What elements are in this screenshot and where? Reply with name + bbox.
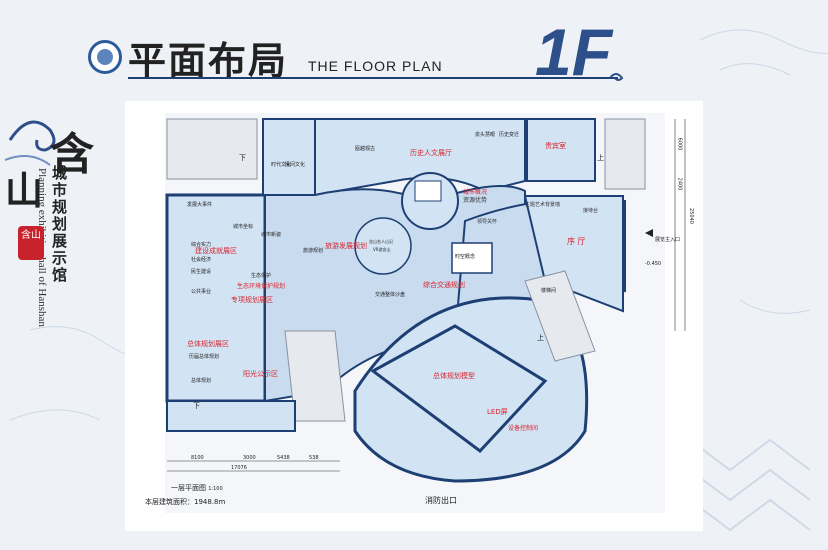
label-city-overview: 城市概况	[463, 189, 488, 196]
label-history-hall: 历史人文展厅	[410, 149, 452, 157]
label-stone: 瓯越观古	[355, 146, 376, 152]
label-equipment-room: 设备控制间	[508, 425, 539, 432]
floor-plan-panel: 历史人文展厅 贵宾室 城市概况 资源优势 序 厅 接待台 主题艺术背景墙 领导关…	[125, 101, 703, 531]
label-master-plan-map: 历届总体规划	[189, 354, 220, 360]
label-led-screen: LED屏	[487, 408, 508, 416]
footer-plan-title: 一层平面图	[171, 484, 206, 492]
label-down-2: 下	[193, 402, 200, 410]
label-elevation: -0.450	[645, 261, 662, 267]
dim-r3: 25040	[687, 208, 694, 224]
label-comprehensive: 综合实力	[191, 242, 212, 248]
floor-plan-drawing	[165, 113, 686, 513]
label-tourism-plan: 旅游发展规划	[325, 242, 367, 250]
label-landscape: 泉头慧眼	[475, 132, 496, 138]
label-city-new: 城市新姿	[261, 232, 282, 238]
brand-vertical-name: 城市规划展示馆	[52, 164, 68, 284]
label-eco-protection: 生态环境保护规划	[237, 283, 286, 290]
label-eco-protect: 生态保护	[251, 273, 272, 279]
page-title: 平面布局	[128, 39, 289, 83]
header-divider	[128, 77, 618, 79]
label-staircase: 楼梯间	[541, 288, 557, 294]
label-folk-culture: 民间文化	[285, 162, 306, 168]
label-achievements: 建设成就展区	[195, 247, 237, 255]
label-traffic-sandtable: 交通整体沙盘	[375, 292, 406, 298]
label-master-plan-area: 总体规划展区	[187, 340, 229, 348]
brand-char-2: 山	[5, 168, 44, 213]
dim-r1: 6000	[676, 137, 683, 151]
label-vip-room: 贵宾室	[545, 142, 566, 150]
label-sunshine-public: 阳光公示区	[243, 370, 278, 378]
label-master-model: 总体规划模型	[433, 372, 475, 380]
dim-d3: 5438	[277, 455, 290, 461]
label-vr-tourism: VR游含山	[373, 247, 391, 252]
label-lobby: 序 厅	[567, 237, 586, 246]
label-social-economy: 社会经济	[191, 257, 212, 263]
label-exhibition-entrance: 展览主入口	[655, 237, 681, 243]
footer-area: 本层建筑面积：1948.8m	[145, 498, 226, 506]
dim-d1: 8100	[191, 455, 204, 461]
brand-char-1: 含	[50, 129, 94, 180]
label-livelihood: 民生建设	[191, 269, 212, 275]
label-integrated-transport: 综合交通规划	[423, 281, 465, 289]
footer-scale: 1:100	[208, 486, 223, 492]
label-up-1: 上	[597, 154, 604, 162]
label-dev-events: 发展大事件	[187, 202, 213, 208]
dim-d2: 3000	[243, 455, 256, 461]
label-history-change: 历史变迁	[499, 132, 520, 138]
entrance-arrow-icon	[645, 229, 653, 237]
dim-r2: 2400	[676, 177, 683, 191]
logo-emblem-icon	[88, 40, 122, 74]
brand-seal: 含山	[18, 226, 44, 260]
page-subtitle: THE FLOOR PLAN	[308, 58, 443, 74]
label-guide-board: 领导关怀	[477, 219, 498, 225]
label-history-title-2: 含山名人山记	[369, 239, 393, 244]
label-fire-exit: 消防出口	[425, 496, 457, 505]
footer-plan-name: 一层平面图 1:100	[171, 483, 223, 493]
brand-swirl-icon	[4, 120, 56, 166]
label-space-concept: 时空概念	[455, 254, 476, 260]
label-up-2: 上	[537, 334, 544, 342]
label-resource-advantage: 资源优势	[463, 197, 488, 204]
label-guide-reception: 接待台	[583, 208, 599, 214]
floor-label: 1F	[535, 15, 613, 89]
label-public-affairs: 公共事业	[191, 289, 212, 295]
dim-total: 17076	[231, 465, 247, 471]
label-tour-plan: 旅游规划	[303, 248, 324, 254]
label-special-plan: 专项规划展区	[231, 296, 273, 304]
swirl-icon	[609, 73, 624, 81]
label-main-art-wall: 主题艺术背景墙	[525, 202, 561, 208]
label-master-plan-small: 总体规划	[191, 378, 212, 384]
label-down-1: 下	[239, 154, 246, 162]
label-city-coords: 城市坐标	[233, 224, 254, 230]
label-cultural-relic: 时代文化	[271, 162, 292, 168]
dim-d4: 538	[309, 455, 319, 461]
